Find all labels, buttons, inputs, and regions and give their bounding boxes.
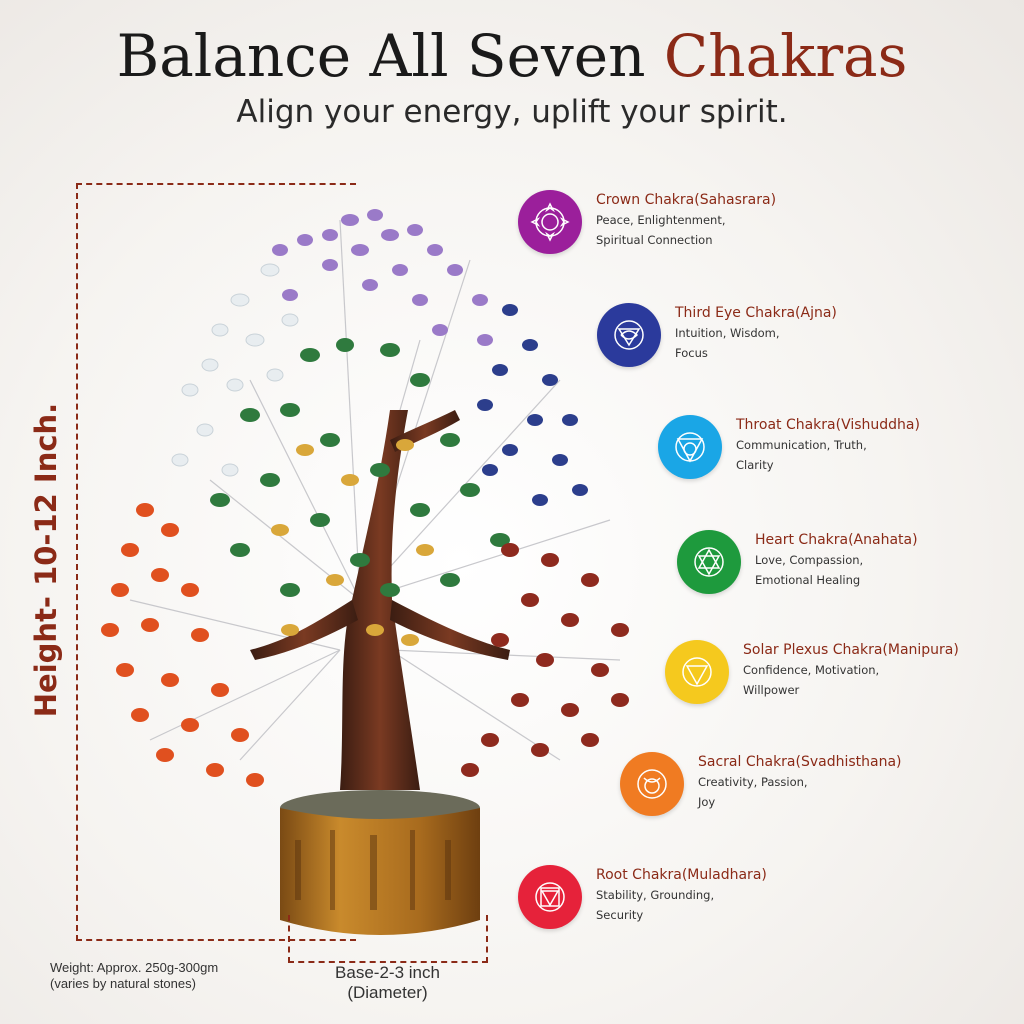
weight-line2: (varies by natural stones): [50, 976, 196, 991]
lapis-stones: [477, 304, 588, 506]
citrine-stones: [271, 439, 434, 646]
lotus-icon: [518, 190, 582, 254]
chakra-desc-1: Confidence, Motivation,: [743, 663, 880, 677]
chakra-item-solar-plexus: Solar Plexus Chakra(Manipura) Confidence…: [665, 640, 959, 704]
sacral-icon: [620, 752, 684, 816]
chakra-name: Root Chakra(Muladhara): [596, 867, 767, 883]
chakra-item-heart: Heart Chakra(Anahata) Love, Compassion, …: [677, 530, 918, 594]
throat-icon: [658, 415, 722, 479]
chakra-item-sacral: Sacral Chakra(Svadhisthana) Creativity, …: [620, 752, 902, 816]
chakra-desc-1: Communication, Truth,: [736, 438, 867, 452]
chakra-desc-2: Security: [596, 908, 644, 922]
height-label: Height- 10-12 Inch.: [29, 402, 63, 718]
chakra-desc-2: Emotional Healing: [755, 573, 861, 587]
quartz-stones: [171, 263, 299, 477]
root-icon: [518, 865, 582, 929]
chakra-item-third-eye: Third Eye Chakra(Ajna) Intuition, Wisdom…: [597, 303, 837, 367]
chakra-desc-2: Spiritual Connection: [596, 233, 713, 247]
chakra-desc-2: Willpower: [743, 683, 800, 697]
chakra-desc-1: Intuition, Wisdom,: [675, 326, 780, 340]
tree-svg: [101, 209, 629, 935]
page-subtitle: Align your energy, uplift your spirit.: [236, 94, 788, 130]
chakra-name: Heart Chakra(Anahata): [755, 532, 918, 548]
solar-plexus-icon: [665, 640, 729, 704]
aventurine-stones: [210, 338, 510, 597]
chakra-name: Throat Chakra(Vishuddha): [736, 417, 920, 433]
base-label-line1: Base-2-3 inch: [335, 963, 440, 982]
chakra-item-root: Root Chakra(Muladhara) Stability, Ground…: [518, 865, 767, 929]
amethyst-stones: [272, 209, 493, 346]
title-main: Balance All Seven: [116, 22, 664, 90]
heart-chakra-icon: [677, 530, 741, 594]
height-dimension-line: [76, 183, 356, 941]
chakra-item-crown: Crown Chakra(Sahasrara) Peace, Enlighten…: [518, 190, 776, 254]
chakra-desc-2: Clarity: [736, 458, 774, 472]
chakra-name: Solar Plexus Chakra(Manipura): [743, 642, 959, 658]
page-title: Balance All Seven Chakras: [0, 22, 1024, 90]
base-dimension-line: [288, 915, 488, 963]
chakra-desc-2: Focus: [675, 346, 708, 360]
chakra-name: Third Eye Chakra(Ajna): [675, 305, 837, 321]
base-label: Base-2-3 inch (Diameter): [300, 963, 475, 1003]
chakra-desc-2: Joy: [698, 795, 716, 809]
chakra-name: Crown Chakra(Sahasrara): [596, 192, 777, 208]
chakra-name: Sacral Chakra(Svadhisthana): [698, 754, 902, 770]
third-eye-icon: [597, 303, 661, 367]
chakra-desc-1: Love, Compassion,: [755, 553, 864, 567]
carnelian-stones: [101, 503, 264, 787]
chakra-item-throat: Throat Chakra(Vishuddha) Communication, …: [658, 415, 920, 479]
chakra-desc-1: Stability, Grounding,: [596, 888, 715, 902]
weight-note: Weight: Approx. 250g-300gm (varies by na…: [50, 960, 218, 992]
tree-trunk: [340, 410, 420, 790]
title-accent: Chakras: [663, 22, 908, 90]
jasper-stones: [461, 543, 629, 777]
weight-line1: Weight: Approx. 250g-300gm: [50, 960, 219, 975]
gemstone-tree-illustration: [90, 180, 650, 940]
base-label-line2: (Diameter): [347, 983, 428, 1002]
chakra-desc-1: Peace, Enlightenment,: [596, 213, 726, 227]
chakra-desc-1: Creativity, Passion,: [698, 775, 808, 789]
